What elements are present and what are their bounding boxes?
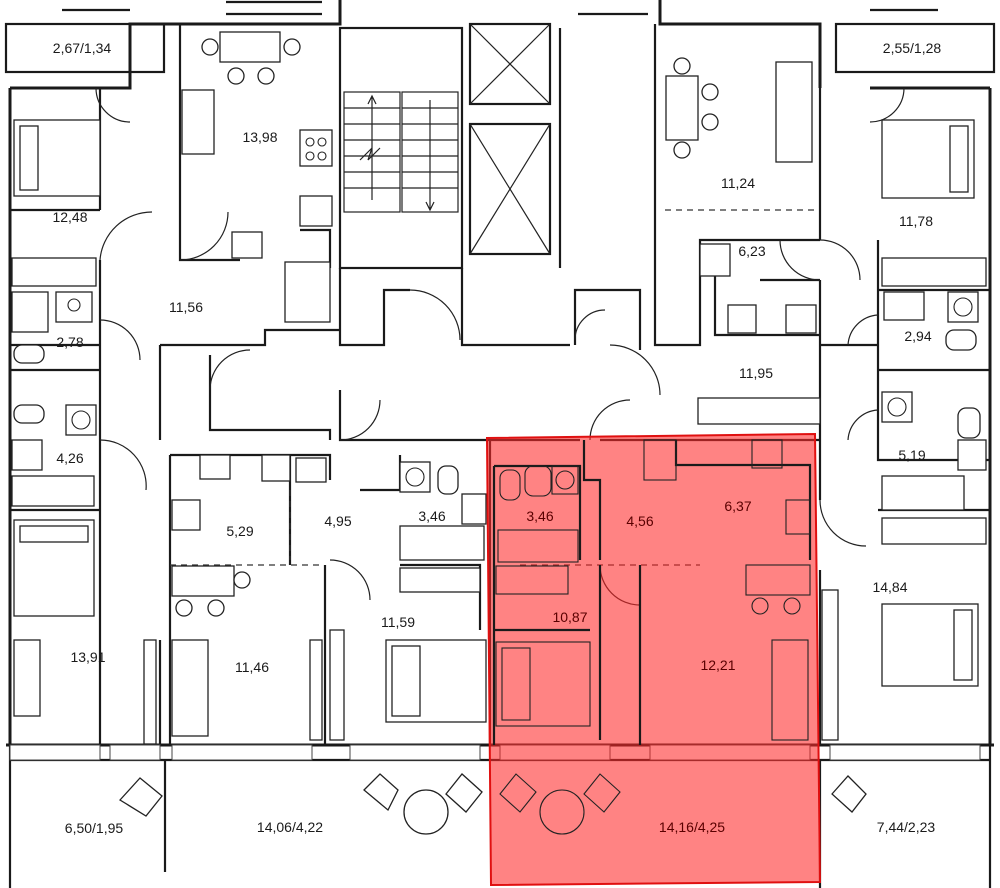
- area-label: 11,59: [381, 614, 415, 630]
- area-labels: 2,67/1,34 2,55/1,28 13,98 12,48 11,56 2,…: [52, 40, 941, 836]
- area-label: 5,19: [898, 447, 925, 463]
- area-label: 11,56: [169, 299, 203, 315]
- doors: [95, 87, 905, 606]
- area-label: 11,46: [235, 659, 269, 675]
- area-label: 2,94: [904, 328, 931, 344]
- area-label: 6,23: [738, 243, 765, 259]
- area-label: 4,26: [56, 450, 83, 466]
- area-label: 3,46: [526, 508, 553, 524]
- selected-apartment[interactable]: [485, 432, 822, 887]
- area-label: 2,67/1,34: [53, 40, 112, 56]
- selected-apartment-details: [492, 439, 812, 835]
- area-label: 14,84: [872, 579, 907, 595]
- area-label: 4,95: [324, 513, 351, 529]
- balcony-nw-outline: [4, 22, 166, 74]
- area-label: 6,50/1,95: [65, 820, 124, 836]
- balcony-ne-outline: [834, 22, 996, 74]
- area-label: 13,91: [70, 649, 105, 665]
- area-label: 5,29: [226, 523, 253, 539]
- area-label: 7,44/2,23: [877, 819, 936, 835]
- area-label: 13,98: [242, 129, 277, 145]
- area-label: 11,24: [721, 175, 755, 191]
- area-label: 2,78: [56, 334, 83, 350]
- area-label: 11,95: [739, 365, 773, 381]
- area-label: 14,16/4,25: [659, 819, 725, 835]
- area-label: 6,37: [724, 498, 751, 514]
- area-label: 14,06/4,22: [257, 819, 323, 835]
- staircase: [343, 91, 459, 213]
- furniture: [11, 31, 987, 835]
- area-label: 11,78: [899, 213, 933, 229]
- area-label: 3,46: [418, 508, 445, 524]
- area-label: 4,56: [626, 513, 653, 529]
- area-label: 2,55/1,28: [883, 40, 942, 56]
- area-label: 12,48: [52, 209, 87, 225]
- area-label: 12,21: [700, 657, 735, 673]
- area-label: 10,87: [552, 609, 587, 625]
